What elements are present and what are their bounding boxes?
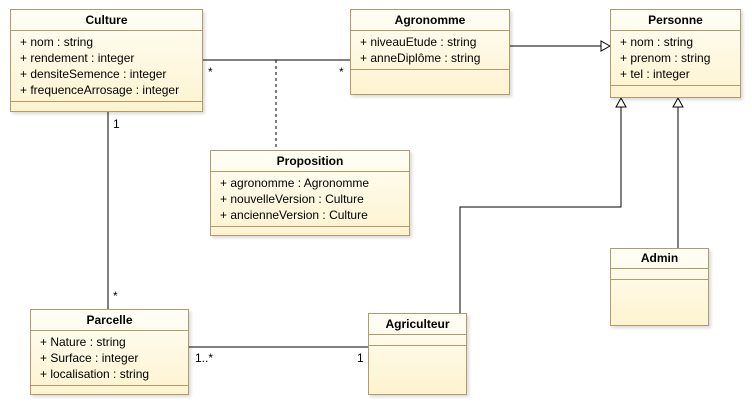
attribute: + nom : string bbox=[20, 35, 94, 49]
gen-arrowhead-admin bbox=[672, 96, 684, 108]
attribute-list: + nom : string + prenom : string + tel :… bbox=[611, 30, 740, 85]
operation-compartment bbox=[369, 345, 466, 353]
attribute: + Nature : string bbox=[40, 335, 126, 349]
attribute: + densiteSemence : integer bbox=[20, 67, 167, 81]
class-name: Proposition bbox=[276, 154, 344, 168]
attribute-list: + agronomme : Agronomme + nouvelleVersio… bbox=[211, 171, 409, 226]
gen-arrowhead-agronomme bbox=[600, 40, 612, 52]
multiplicity-culture-agronomme-left: * bbox=[208, 65, 213, 79]
attribute: + agronomme : Agronomme bbox=[220, 176, 370, 190]
attribute: + rendement : integer bbox=[20, 51, 135, 65]
class-name: Personne bbox=[648, 13, 703, 27]
operation-compartment bbox=[211, 226, 409, 234]
class-personne[interactable]: Personne + nom : string + prenom : strin… bbox=[610, 9, 741, 98]
class-proposition[interactable]: Proposition + agronomme : Agronomme + no… bbox=[210, 150, 410, 236]
multiplicity-culture-parcelle-top: 1 bbox=[113, 117, 120, 131]
attribute: + nouvelleVersion : Culture bbox=[220, 192, 364, 206]
gen-agriculteur-personne bbox=[459, 107, 622, 313]
multiplicity-parcelle-agriculteur-left: 1..* bbox=[195, 351, 214, 365]
attribute: + Surface : integer bbox=[40, 351, 139, 365]
class-parcelle[interactable]: Parcelle + Nature : string + Surface : i… bbox=[30, 309, 189, 395]
operation-compartment bbox=[611, 85, 740, 93]
class-name: Parcelle bbox=[86, 313, 133, 327]
class-agronomme[interactable]: Agronomme + niveauEtude : string + anneD… bbox=[350, 9, 510, 95]
operation-compartment bbox=[11, 101, 202, 109]
operation-compartment bbox=[611, 279, 708, 287]
class-admin[interactable]: Admin bbox=[610, 248, 709, 326]
attribute: + localisation : string bbox=[40, 367, 150, 381]
multiplicity-culture-agronomme-right: * bbox=[339, 65, 344, 79]
class-culture[interactable]: Culture + nom : string + rendement : int… bbox=[10, 9, 203, 112]
attribute: + nom : string bbox=[620, 35, 694, 49]
attribute: + niveauEtude : string bbox=[360, 35, 477, 49]
class-agriculteur[interactable]: Agriculteur bbox=[368, 313, 467, 395]
attribute-compartment bbox=[611, 268, 708, 279]
operation-compartment bbox=[31, 385, 188, 393]
gen-arrowhead-agriculteur bbox=[615, 96, 627, 108]
attribute-compartment bbox=[369, 334, 466, 345]
attribute: + tel : integer bbox=[620, 67, 690, 81]
attribute-list: + Nature : string + Surface : integer + … bbox=[31, 330, 188, 385]
attribute-list: + nom : string + rendement : integer + d… bbox=[11, 30, 202, 101]
attribute: + prenom : string bbox=[620, 51, 711, 65]
class-name: Culture bbox=[85, 13, 128, 27]
attribute: + anneDiplôme : string bbox=[360, 51, 481, 65]
attribute: + ancienneVersion : Culture bbox=[220, 208, 368, 222]
multiplicity-culture-parcelle-bottom: * bbox=[113, 289, 118, 303]
class-name: Agronomme bbox=[394, 13, 466, 27]
attribute: + frequenceArrosage : integer bbox=[20, 83, 180, 97]
attribute-list: + niveauEtude : string + anneDiplôme : s… bbox=[351, 30, 509, 69]
class-name: Agriculteur bbox=[385, 317, 450, 331]
class-name: Admin bbox=[640, 251, 679, 265]
multiplicity-parcelle-agriculteur-right: 1 bbox=[357, 351, 364, 365]
operation-compartment bbox=[351, 69, 509, 77]
